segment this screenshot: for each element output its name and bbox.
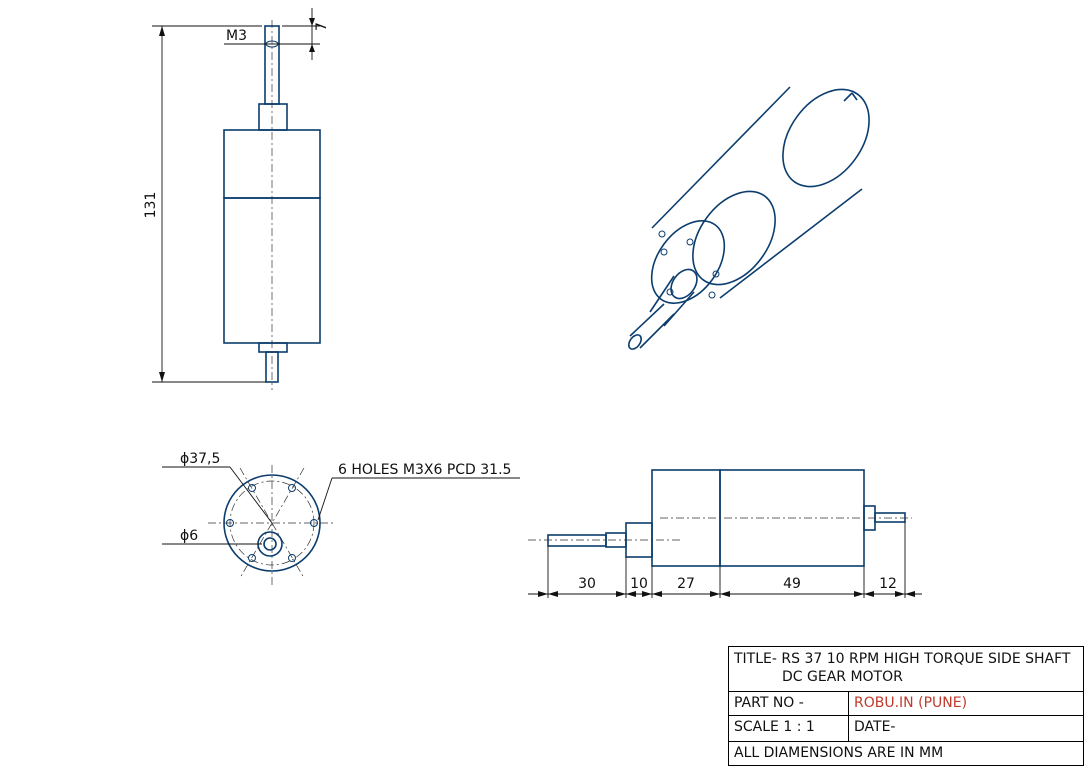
end-shaft [263,537,277,551]
units-row: ALL DIAMENSIONS ARE IN MM [729,742,1083,766]
holes-note: 6 HOLES M3X6 PCD 31.5 [338,462,511,478]
iso-shaft-tip [627,334,643,350]
part-no-value: ROBU.IN (PUNE) [854,695,968,711]
isometric-view [627,86,870,350]
body-dia-label: ϕ37,5 [180,451,220,467]
depth-label: 7 [314,22,330,31]
dim-27: 27 [677,576,695,592]
end-view: ϕ37,5 ϕ6 6 HOLES M3X6 PCD 31.5 [162,451,520,585]
side-view: 30 10 27 49 12 [528,469,922,598]
scale-label: SCALE 1 : 1 [729,716,849,741]
iso-front-face [650,220,726,304]
dim-10: 10 [630,576,648,592]
date-label: DATE- [854,719,896,735]
title-row: TITLE- RS 37 10 RPM HIGH TORQUE SIDE SHA… [729,647,1083,692]
m3-label: M3 [226,28,247,44]
front-view: M3 7 131 [143,8,330,390]
part-no-row: PART NO - ROBU.IN (PUNE) [729,692,1083,716]
side-output-shaft [547,534,607,547]
shaft-collar [258,103,288,131]
rear-boss [258,342,288,353]
units-note: ALL DIAMENSIONS ARE IN MM [734,745,944,761]
side-rear-shaft [874,512,906,523]
iso-back-face [782,88,870,188]
scale-row: SCALE 1 : 1 DATE- [729,716,1083,742]
title-line-2: DC GEAR MOTOR [782,669,903,685]
dim-30: 30 [578,576,596,592]
part-no-label: PART NO - [729,692,849,715]
dim-12: 12 [879,576,897,592]
iso-gearbox-joint [692,190,776,286]
title-block: TITLE- RS 37 10 RPM HIGH TORQUE SIDE SHA… [728,646,1084,766]
shaft-dia-label: ϕ6 [180,528,198,544]
length-label: 131 [143,192,159,219]
title-line-1: TITLE- RS 37 10 RPM HIGH TORQUE SIDE SHA… [734,651,1071,667]
dim-49: 49 [783,576,801,592]
iso-collar [670,268,698,300]
